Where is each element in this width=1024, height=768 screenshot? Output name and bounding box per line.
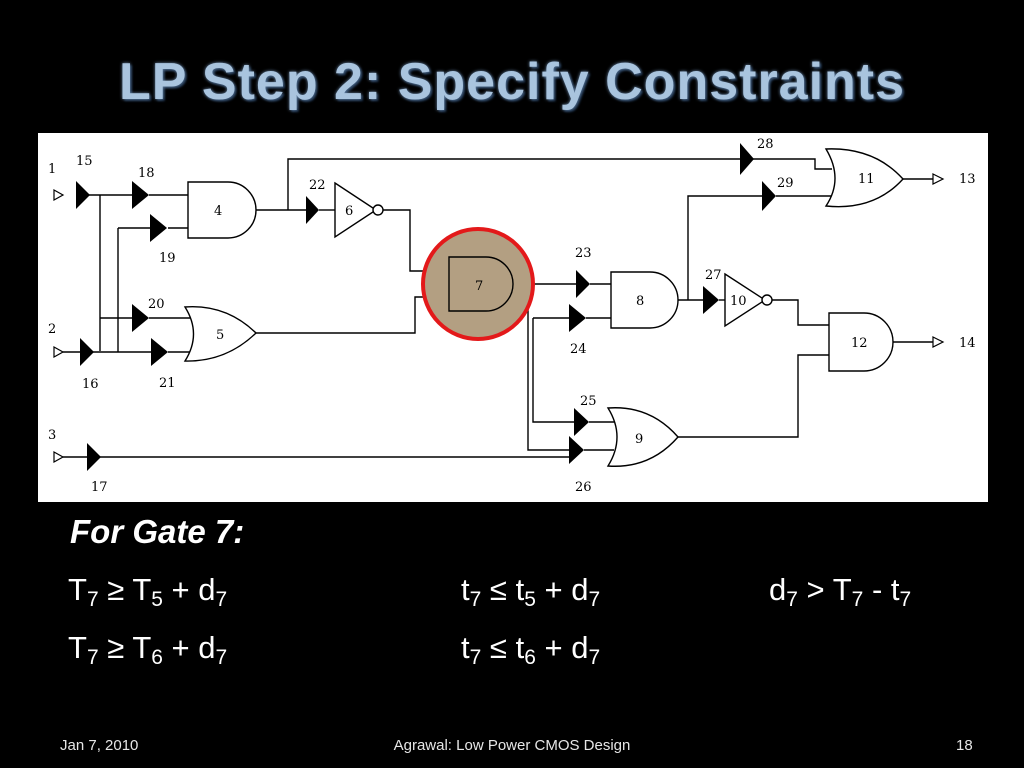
gate-4 — [187, 181, 257, 239]
footer-course: Agrawal: Low Power CMOS Design — [393, 737, 631, 754]
gate-7-highlight — [421, 227, 535, 341]
circuit-diagram: 1 2 3 13 14 4 5 6 7 8 9 10 11 12 15 16 1… — [38, 133, 988, 502]
buffer-label-25: 25 — [580, 394, 597, 409]
gate-7 — [448, 256, 514, 312]
buffer-label-24: 24 — [570, 342, 587, 357]
gate-10 — [724, 272, 767, 328]
gate-6 — [334, 181, 378, 239]
buffer-label-19: 19 — [159, 251, 176, 266]
input-label-2: 2 — [48, 322, 56, 337]
buffer-label-21: 21 — [159, 376, 176, 391]
buffer-label-15: 15 — [76, 154, 93, 169]
footer-date: Jan 7, 2010 — [60, 737, 139, 754]
output-label-14: 14 — [959, 336, 976, 351]
gate-label-9: 9 — [635, 432, 643, 447]
constraint-d7-delay: d7 > T7 - t7 — [769, 572, 912, 611]
input-label-1: 1 — [48, 162, 56, 177]
buffer-label-26: 26 — [575, 480, 592, 495]
gate-12 — [828, 312, 894, 372]
footer-page-number: 18 — [956, 737, 973, 754]
buffer-label-23: 23 — [575, 246, 592, 261]
gate-7-subtitle: For Gate 7: — [70, 513, 245, 550]
constraint-t7-t6: t7 ≤ t6 + d7 — [461, 630, 601, 669]
constraint-T7-T5: T7 ≥ T5 + d7 — [68, 572, 228, 611]
gate-11 — [824, 148, 904, 208]
input-label-3: 3 — [48, 428, 56, 443]
buffer-label-18: 18 — [138, 166, 155, 181]
gate-label-7: 7 — [475, 279, 483, 294]
gate-9 — [606, 407, 679, 467]
io-arrows — [53, 173, 945, 464]
slide-title: LP Step 2: Specify Constraints — [118, 53, 906, 111]
buffer-label-22: 22 — [309, 178, 326, 193]
output-label-13: 13 — [959, 172, 976, 187]
fanout-buffers — [76, 143, 776, 471]
gate-5 — [183, 306, 258, 362]
buffer-label-17: 17 — [91, 480, 108, 495]
gate-label-12: 12 — [851, 336, 868, 351]
buffer-label-27: 27 — [705, 268, 722, 283]
logic-gates — [183, 148, 904, 467]
gate-label-4: 4 — [214, 204, 222, 219]
buffer-label-20: 20 — [148, 297, 165, 312]
gate-label-6: 6 — [345, 204, 353, 219]
buffer-label-29: 29 — [777, 176, 794, 191]
constraint-t7-t5: t7 ≤ t5 + d7 — [461, 572, 601, 611]
buffer-label-28: 28 — [757, 137, 774, 152]
gate-8 — [610, 271, 679, 329]
gate-label-11: 11 — [858, 172, 875, 187]
buffer-label-16: 16 — [82, 377, 99, 392]
gate-label-5: 5 — [216, 328, 224, 343]
gate-label-10: 10 — [730, 294, 747, 309]
gate-label-8: 8 — [636, 294, 644, 309]
constraint-T7-T6: T7 ≥ T6 + d7 — [68, 630, 228, 669]
